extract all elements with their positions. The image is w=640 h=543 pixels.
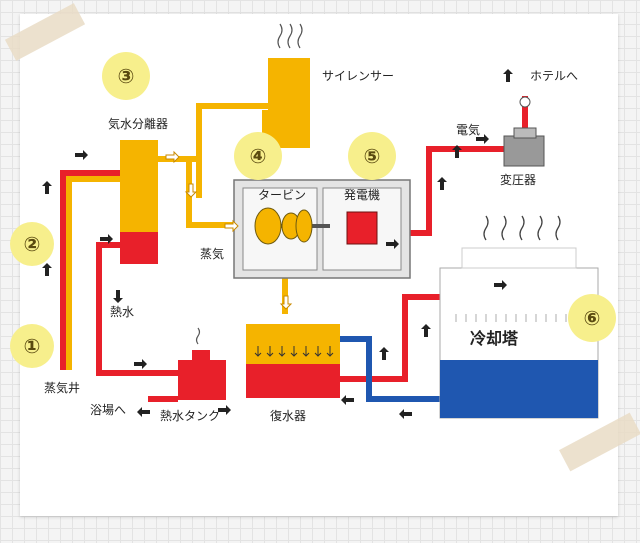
step-badge-2: ② <box>10 222 54 266</box>
well-pipe-steam <box>66 174 72 370</box>
svg-text:④: ④ <box>250 144 267 168</box>
tape-top-left <box>4 3 86 61</box>
well-to-separator-pipe-yellow <box>66 176 122 182</box>
turbine-label: タービン <box>258 188 306 202</box>
cooling-tower-basin <box>440 360 598 418</box>
step-badge-4: ④ <box>234 132 282 180</box>
arrow-up-icon <box>421 324 431 337</box>
arrow-left-icon <box>399 409 412 419</box>
hot-water-pipe-to-tank <box>96 370 178 376</box>
arrow-right-icon <box>224 219 239 233</box>
arrow-right-icon <box>494 280 507 290</box>
generator-label: 発電機 <box>344 187 380 202</box>
cooling-return-vertical <box>366 336 372 402</box>
tape-bottom-right <box>559 412 640 472</box>
silencer <box>262 58 310 148</box>
arrow-right-icon <box>165 150 180 164</box>
svg-text:①: ① <box>24 334 41 358</box>
steam-pipe-to-silencer-h <box>158 156 200 162</box>
separator-steam-section <box>120 140 158 232</box>
arrow-up-icon <box>379 347 389 360</box>
tank-vapor-icon <box>195 327 201 345</box>
arrow-right-icon <box>218 405 231 415</box>
arrow-down-icon <box>279 295 293 310</box>
steam-pipe-to-silencer <box>196 103 270 109</box>
flow-arrows <box>42 69 513 419</box>
hot-water-pipe-top <box>96 242 122 248</box>
step-badge-6: ⑥ <box>568 294 616 342</box>
condenser-body <box>246 334 340 364</box>
condenser-label: 復水器 <box>270 408 306 423</box>
silencer-vapor-icon-3 <box>297 23 303 49</box>
power-line-to-transformer <box>426 146 506 152</box>
cooling-tower-vapor-icons <box>483 215 561 241</box>
arrow-left-icon <box>137 407 150 417</box>
hot-water-label: 熱水 <box>110 305 134 319</box>
turbine-rotor-left <box>254 207 282 245</box>
insulator-icon <box>519 96 531 108</box>
condenser-spray-arrows <box>254 346 334 357</box>
condenser-water <box>246 364 340 398</box>
arrow-left-icon <box>341 395 354 405</box>
generator <box>346 211 378 245</box>
arrow-up-icon <box>42 263 52 276</box>
arrow-up-icon <box>452 145 462 158</box>
condenser-top <box>246 324 340 334</box>
to-bath-label: 浴場へ <box>90 403 126 417</box>
cooling-tower-top <box>461 247 577 269</box>
well-to-separator-pipe-red <box>60 170 122 176</box>
arrow-right-icon <box>476 134 489 144</box>
arrow-right-icon <box>386 239 399 249</box>
cooling-riser-pipe <box>402 294 408 382</box>
steam-pipe-riser <box>196 103 202 198</box>
arrow-right-icon <box>134 359 147 369</box>
arrow-up-icon <box>437 177 447 190</box>
arrow-up-icon <box>42 181 52 194</box>
step-badge-3: ③ <box>102 52 150 100</box>
step-badge-5: ⑤ <box>348 132 396 180</box>
steam-label: 蒸気 <box>200 246 224 261</box>
hot-water-tank <box>178 360 226 400</box>
hotel-line <box>522 96 528 134</box>
cooling-tower-spray-arrows <box>455 314 567 322</box>
silencer-label: サイレンサー <box>322 69 394 83</box>
separator-label: 気水分離器 <box>108 116 168 131</box>
cooling-tower-label: 冷却塔 <box>470 329 519 348</box>
silencer-vapor-icon-2 <box>287 23 293 49</box>
separator-water-section <box>120 232 158 264</box>
turbine-rotor-right <box>295 209 313 243</box>
arrow-right-icon <box>100 234 113 244</box>
transformer <box>503 135 545 167</box>
step-badge-1: ① <box>10 324 54 368</box>
svg-text:⑤: ⑤ <box>364 144 381 168</box>
arrow-right-icon <box>75 150 88 160</box>
transformer-top <box>513 127 537 139</box>
to-hotel-label: ホテルへ <box>530 69 578 83</box>
condenser-outlet-pipe <box>340 376 408 382</box>
arrow-down-icon <box>184 183 198 198</box>
hot-water-tank-label: 熱水タンク <box>160 409 220 423</box>
bath-outlet-pipe <box>148 396 178 402</box>
hot-water-tank-neck <box>192 350 210 362</box>
steam-well-label: 蒸気井 <box>44 380 80 395</box>
cooling-return-bottom <box>366 396 442 402</box>
transformer-label: 変圧器 <box>500 172 536 187</box>
steam-hollow-arrows <box>165 150 293 310</box>
arrow-up-icon <box>503 69 513 82</box>
silencer-vapor-icon-1 <box>277 23 283 49</box>
arrow-down-icon <box>113 290 123 303</box>
electricity-label: 電気 <box>456 122 480 137</box>
well-pipe-hot <box>60 174 66 370</box>
svg-text:③: ③ <box>118 64 135 88</box>
turbine-exhaust-pipe <box>282 276 288 314</box>
svg-text:⑥: ⑥ <box>584 306 601 330</box>
steam-pipe-to-turbine <box>186 222 250 228</box>
hot-water-pipe-vertical <box>96 242 102 376</box>
svg-text:②: ② <box>24 232 41 256</box>
power-line-v <box>426 146 432 236</box>
